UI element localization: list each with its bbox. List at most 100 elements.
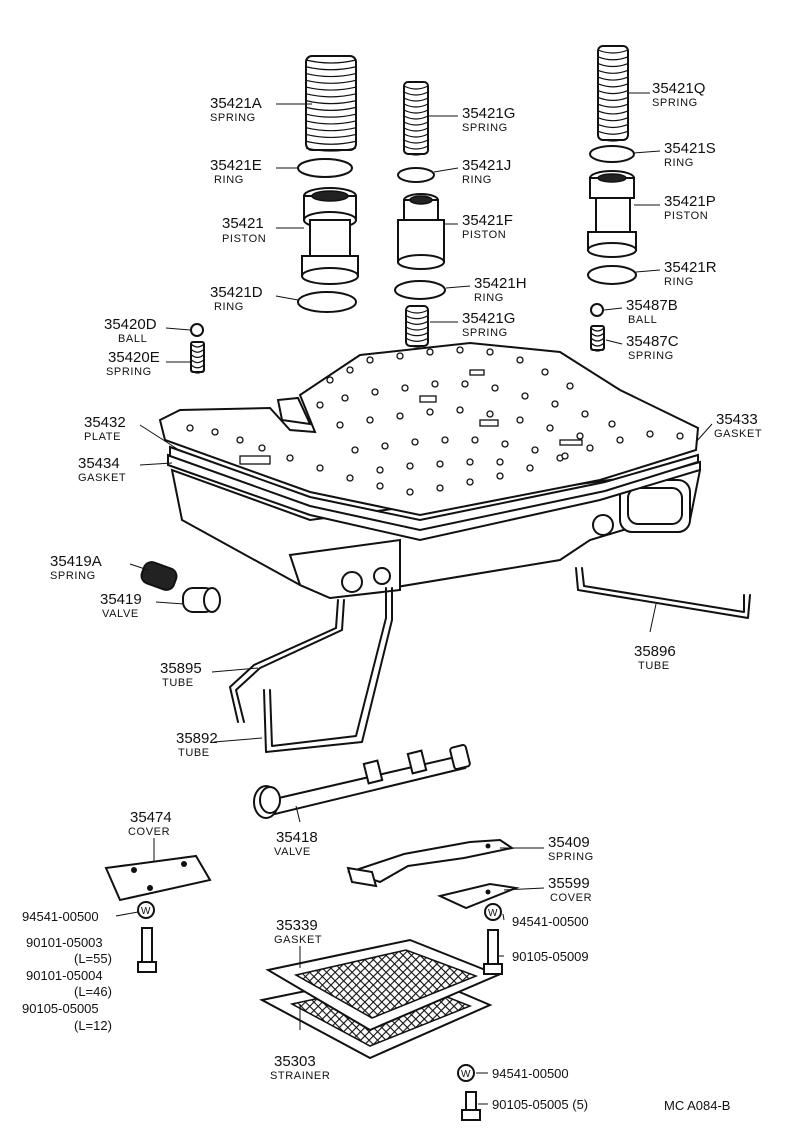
- label-washer-left: 94541-00500: [22, 909, 99, 924]
- diagram-code: MC A084-B: [664, 1098, 730, 1113]
- label-35303-part: 35303: [274, 1053, 316, 1070]
- label-35421r-part: 35421R: [664, 259, 717, 276]
- label-35420d-name: BALL: [118, 333, 147, 345]
- label-35419a-part: 35419A: [50, 553, 102, 570]
- washer-bottom-drawing: W: [457, 1064, 475, 1082]
- valve-body-drawing: [158, 341, 702, 600]
- label-35433-name: GASKET: [714, 428, 762, 440]
- spring-35409-drawing: [346, 838, 515, 888]
- ring-35421d-drawing: [297, 291, 357, 313]
- part-labels: 35421A SPRING 35421E RING 35421 PISTON 3…: [50, 80, 762, 1082]
- tube-35896-drawing: [575, 567, 751, 619]
- label-35421g-top-part: 35421G: [462, 105, 515, 122]
- label-35421e-name: RING: [214, 174, 244, 186]
- label-bolt-left-2: 90101-05004: [26, 968, 103, 983]
- label-35421a-part: 35421A: [210, 95, 262, 112]
- label-35474-name: COVER: [128, 826, 170, 838]
- ring-35421h-drawing: [394, 280, 446, 300]
- label-bolt-left-1: 90101-05003: [26, 935, 103, 950]
- svg-text:W: W: [461, 1069, 471, 1080]
- label-35421p-part: 35421P: [664, 193, 716, 210]
- tube-35895-drawing: [229, 599, 345, 723]
- label-35421q-name: SPRING: [652, 97, 698, 109]
- label-35421f-name: PISTON: [462, 229, 506, 241]
- label-35421s-name: RING: [664, 157, 694, 169]
- label-35599-name: COVER: [550, 892, 592, 904]
- spring-coils: [590, 327, 605, 352]
- label-35409-part: 35409: [548, 834, 590, 851]
- label-35421d-name: RING: [214, 301, 244, 313]
- label-35434-part: 35434: [78, 455, 120, 472]
- label-35339-part: 35339: [276, 917, 318, 934]
- label-35432-part: 35432: [84, 414, 126, 431]
- label-washer-bottom: 94541-00500: [492, 1066, 569, 1081]
- label-35421r-name: RING: [664, 276, 694, 288]
- label-35432-name: PLATE: [84, 431, 121, 443]
- label-35434-name: GASKET: [78, 472, 126, 484]
- label-35421g-top-name: SPRING: [462, 122, 508, 134]
- svg-text:W: W: [488, 908, 498, 919]
- cover-35599-drawing: [436, 882, 520, 910]
- label-35421g-bottom-part: 35421G: [462, 310, 515, 327]
- bolt-bottom-drawing: [461, 1091, 481, 1121]
- spring-coils: [305, 59, 357, 152]
- washer-right-drawing: W: [484, 903, 502, 921]
- spring-coils: [597, 49, 629, 142]
- bolt-left-drawing: [137, 927, 157, 973]
- label-35420e-part: 35420E: [108, 349, 160, 366]
- label-35895-name: TUBE: [162, 677, 194, 689]
- label-35421e-part: 35421E: [210, 157, 262, 174]
- spring-35421a-drawing: [305, 55, 357, 151]
- label-35474-part: 35474: [130, 809, 172, 826]
- spring-35419a-drawing: [140, 561, 178, 591]
- spring-coils: [405, 309, 429, 348]
- label-35895-part: 35895: [160, 660, 202, 677]
- label-35418-part: 35418: [276, 829, 318, 846]
- label-35421j-part: 35421J: [462, 157, 511, 174]
- spring-35421g-bottom-drawing: [405, 305, 429, 347]
- label-35421-part: 35421: [222, 215, 264, 232]
- label-bolt-bottom: 90105-05005 (5): [492, 1097, 588, 1112]
- piston-35421-drawing: [301, 187, 359, 285]
- label-35421a-name: SPRING: [210, 112, 256, 124]
- piston-35421f-drawing: [397, 193, 445, 270]
- ring-35421r-drawing: [587, 265, 637, 285]
- label-bolt-left-2-len: (L=46): [74, 984, 112, 999]
- label-35420e-name: SPRING: [106, 366, 152, 378]
- label-35421-name: PISTON: [222, 233, 266, 245]
- label-35303-name: STRAINER: [270, 1070, 330, 1082]
- washer-left-drawing: W: [137, 901, 155, 919]
- label-35418-name: VALVE: [274, 846, 311, 858]
- label-35421h-part: 35421H: [474, 275, 527, 292]
- label-35421f-part: 35421F: [462, 212, 513, 229]
- label-washer-right: 94541-00500: [512, 914, 589, 929]
- label-35433-part: 35433: [716, 411, 758, 428]
- ball-35487b-drawing: [590, 303, 604, 317]
- valve-35419-drawing: [182, 587, 221, 613]
- label-35421p-name: PISTON: [664, 210, 708, 222]
- label-35892-part: 35892: [176, 730, 218, 747]
- bolt-right-drawing: [483, 929, 503, 975]
- label-35409-name: SPRING: [548, 851, 594, 863]
- label-35487b-part: 35487B: [626, 297, 678, 314]
- label-35487c-name: SPRING: [628, 350, 674, 362]
- label-35339-name: GASKET: [274, 934, 322, 946]
- label-35421g-bottom-name: SPRING: [462, 327, 508, 339]
- label-35421s-part: 35421S: [664, 140, 716, 157]
- label-35892-name: TUBE: [178, 747, 210, 759]
- label-35599-part: 35599: [548, 875, 590, 892]
- ring-35421s-drawing: [589, 145, 635, 163]
- label-bolt-left-1-len: (L=55): [74, 951, 112, 966]
- svg-text:W: W: [141, 906, 151, 917]
- spring-coils: [190, 343, 205, 374]
- label-35421d-part: 35421D: [210, 284, 263, 301]
- label-35896-name: TUBE: [638, 660, 670, 672]
- label-35419-part: 35419: [100, 591, 142, 608]
- spring-coils: [403, 85, 429, 156]
- fastener-labels: 94541-00500 90101-05003 (L=55) 90101-050…: [22, 909, 730, 1113]
- label-35421q-part: 35421Q: [652, 80, 705, 97]
- label-35420d-part: 35420D: [104, 316, 157, 333]
- label-35487c-part: 35487C: [626, 333, 679, 350]
- label-35487b-name: BALL: [628, 314, 657, 326]
- piston-35421p-drawing: [587, 170, 637, 258]
